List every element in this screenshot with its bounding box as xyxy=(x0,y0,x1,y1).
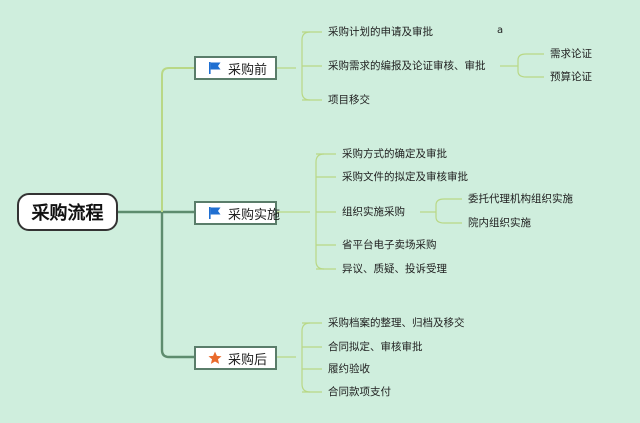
leaf-item[interactable]: 采购方式的确定及审批 xyxy=(342,148,447,160)
branch-procurement-implementation[interactable]: 采购实施 xyxy=(194,201,281,225)
leaf-item[interactable]: 组织实施采购 xyxy=(342,206,405,218)
bracket-line xyxy=(517,53,544,78)
flag-icon xyxy=(208,61,222,75)
leaf-item[interactable]: 采购文件的拟定及审核审批 xyxy=(342,171,468,183)
sub-leaf-item[interactable]: 委托代理机构组织实施 xyxy=(468,193,573,205)
bracket-line xyxy=(301,322,311,393)
leaf-item[interactable]: 项目移交 xyxy=(328,94,370,106)
flag-icon xyxy=(208,206,222,220)
branch-before-procurement[interactable]: 采购前 xyxy=(194,56,277,80)
root-node[interactable]: 采购流程 xyxy=(17,193,118,231)
branch-connector xyxy=(161,67,194,212)
branch-after-procurement[interactable]: 采购后 xyxy=(194,346,277,370)
branch-label: 采购前 xyxy=(228,62,268,78)
leaf-item[interactable]: 异议、质疑、投诉受理 xyxy=(342,263,447,275)
sub-leaf-item[interactable]: 需求论证 xyxy=(550,48,592,60)
leaf-item[interactable]: 采购计划的申请及审批 xyxy=(328,26,433,38)
leaf-item[interactable]: 合同拟定、审核审批 xyxy=(328,341,423,353)
leaf-item[interactable]: 采购档案的整理、归档及移交 xyxy=(328,317,465,329)
sub-leaf-item[interactable]: 院内组织实施 xyxy=(468,217,531,229)
branch-connector xyxy=(160,212,194,359)
star-icon xyxy=(208,351,222,365)
root-label: 采购流程 xyxy=(31,203,104,224)
branch-label: 采购实施 xyxy=(228,207,281,223)
branch-label: 采购后 xyxy=(228,352,268,368)
sub-leaf-item[interactable]: 预算论证 xyxy=(550,71,592,83)
leaf-item[interactable]: 合同款项支付 xyxy=(328,386,391,398)
stray-mark: a xyxy=(497,25,504,36)
leaf-item[interactable]: 采购需求的编报及论证审核、审批 xyxy=(328,60,486,72)
leaf-item[interactable]: 省平台电子卖场采购 xyxy=(342,239,437,251)
leaf-item[interactable]: 履约验收 xyxy=(328,363,370,375)
bracket-line xyxy=(435,198,462,224)
